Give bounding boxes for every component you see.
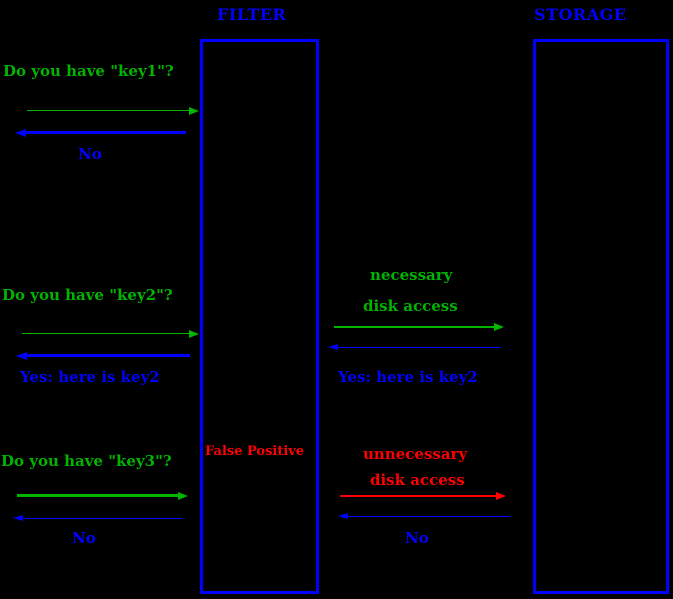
necessary-disk-access-label: disk access (363, 297, 458, 315)
key3-query-arrow-line (17, 494, 179, 497)
question-key2-label: Do you have "key2"? (2, 286, 173, 304)
necessary-label: necessary (370, 266, 453, 284)
filter-box (200, 39, 319, 594)
key2-query-arrow-head (189, 330, 199, 338)
question-key1-label: Do you have "key1"? (3, 62, 174, 80)
storage-query-key2-arrow-head (494, 323, 504, 331)
key1-response-arrow-line (25, 131, 186, 134)
answer-key3-label: No (72, 529, 96, 547)
storage-box (533, 39, 669, 594)
unnecessary-disk-access-label: disk access (370, 471, 465, 489)
storage-query-key3-arrow-line (340, 495, 497, 497)
key1-query-arrow-head (189, 107, 199, 115)
storage-response-key2-arrow-line (338, 347, 500, 348)
key1-query-arrow-line (27, 110, 191, 111)
key3-response-arrow-head (13, 515, 23, 521)
question-key3-label: Do you have "key3"? (1, 452, 172, 470)
key3-query-arrow-head (178, 492, 188, 500)
key2-response-arrow-line (26, 354, 190, 357)
storage-query-key2-arrow-line (334, 326, 495, 328)
unnecessary-label: unnecessary (363, 445, 468, 463)
false-positive-label: False Positive (205, 444, 305, 459)
key2-query-arrow-line (22, 333, 190, 334)
key3-response-arrow-line (23, 518, 183, 519)
storage-answer-key3-label: No (405, 529, 429, 547)
storage-response-key2-arrow-head (328, 344, 338, 350)
storage-response-key3-arrow-line (348, 516, 510, 517)
storage-title: STORAGE (534, 5, 627, 24)
storage-response-key3-arrow-head (338, 513, 348, 519)
filter-title: FILTER (217, 5, 287, 24)
key2-response-arrow-head (16, 352, 27, 360)
storage-query-key3-arrow-head (496, 492, 506, 500)
answer-key1-label: No (78, 145, 102, 163)
key1-response-arrow-head (15, 129, 26, 137)
answer-key2-label: Yes: here is key2 (20, 368, 160, 386)
storage-answer-key2-label: Yes: here is key2 (338, 368, 478, 386)
